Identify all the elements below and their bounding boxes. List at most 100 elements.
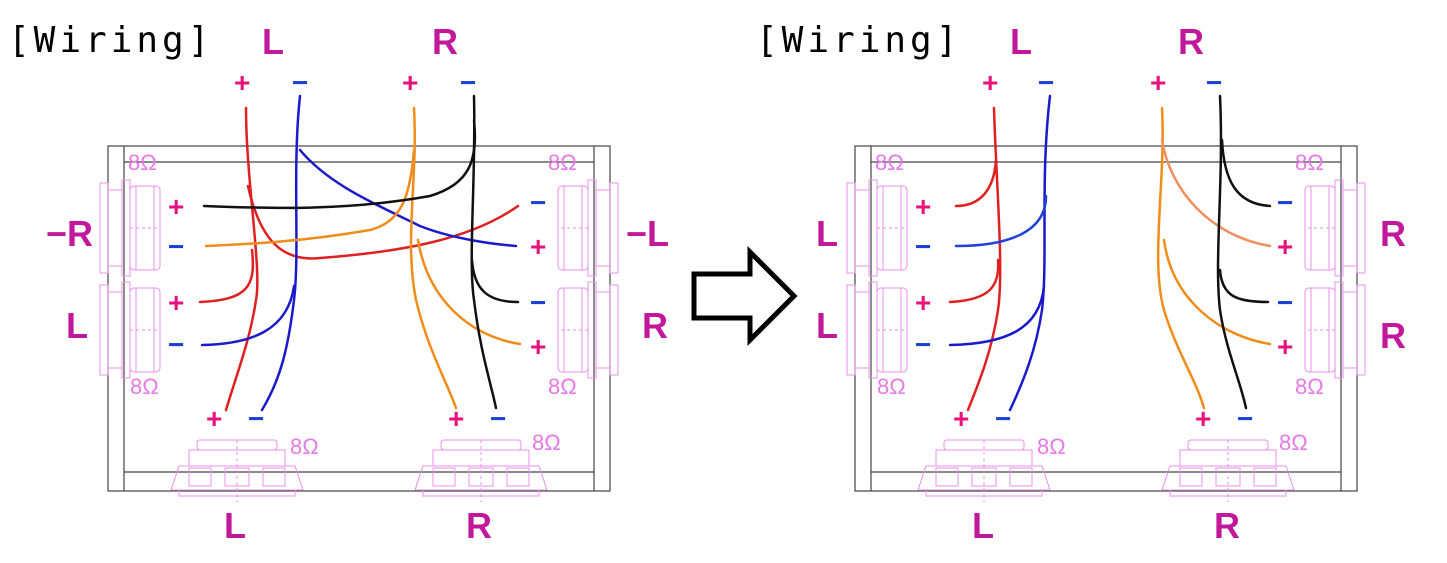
impedance-label: 8Ω bbox=[548, 374, 577, 399]
side-label-left-lower: L bbox=[816, 305, 838, 346]
terminal-minus: − bbox=[248, 403, 264, 434]
input-right-label: R bbox=[1178, 21, 1204, 62]
impedance-label: 8Ω bbox=[128, 150, 157, 175]
input-left-label: L bbox=[262, 21, 284, 62]
input-R-minus: − bbox=[460, 67, 476, 98]
impedance-label: 8Ω bbox=[1295, 150, 1324, 175]
side-label-right-upper: −L bbox=[626, 213, 669, 254]
impedance-label: 8Ω bbox=[290, 434, 319, 459]
terminal-plus: + bbox=[206, 403, 222, 434]
terminal-minus: − bbox=[1237, 403, 1253, 434]
speaker-right-upper bbox=[1304, 179, 1366, 277]
wire-R-plus-to-left-upper bbox=[204, 148, 416, 248]
impedance-label: 8Ω bbox=[130, 374, 159, 399]
wire-R-plus-to-right-upper bbox=[1160, 138, 1272, 248]
wire-L-plus-to-left-lower bbox=[948, 258, 1000, 304]
terminal-plus: + bbox=[953, 403, 969, 434]
terminal-minus: − bbox=[168, 329, 184, 360]
side-label-left-lower: L bbox=[66, 305, 88, 346]
input-left-label: L bbox=[1010, 21, 1032, 62]
panel-title: [Wiring] bbox=[8, 20, 213, 61]
wire-L-minus-to-bottom bbox=[260, 94, 302, 412]
bottom-label-right: R bbox=[466, 505, 492, 546]
wire-L-plus-to-right-upper bbox=[246, 184, 520, 260]
terminal-minus: − bbox=[530, 287, 546, 318]
wire-L-plus-to-left-upper bbox=[954, 158, 998, 208]
terminal-plus: + bbox=[530, 231, 546, 262]
terminal-plus: + bbox=[168, 287, 184, 318]
side-label-left-upper: L bbox=[816, 213, 838, 254]
terminal-minus: − bbox=[490, 403, 506, 434]
terminal-minus: − bbox=[1277, 187, 1293, 218]
speaker-bottom-right bbox=[1161, 439, 1295, 503]
speaker-left-upper bbox=[846, 179, 908, 277]
bottom-label-left: L bbox=[972, 505, 994, 546]
speaker-right-lower bbox=[557, 281, 619, 379]
input-L-plus: + bbox=[982, 67, 998, 98]
panel-left: [Wiring] L R + − + − 8Ω 8Ω 8Ω 8Ω 8Ω 8Ω −… bbox=[8, 20, 669, 546]
terminal-plus: + bbox=[530, 331, 546, 362]
input-L-minus: − bbox=[292, 67, 308, 98]
wire-R-plus-to-bottom bbox=[1156, 106, 1206, 410]
speaker-left-lower bbox=[846, 281, 908, 379]
wire-L-minus-to-bottom bbox=[1008, 94, 1052, 412]
wire-R-minus-to-right-lower bbox=[470, 258, 520, 304]
speaker-left-lower bbox=[99, 281, 161, 379]
terminal-minus: − bbox=[530, 187, 546, 218]
terminal-plus: + bbox=[915, 287, 931, 318]
impedance-label: 8Ω bbox=[1279, 430, 1308, 455]
speaker-right-lower bbox=[1304, 281, 1366, 379]
side-label-right-upper: R bbox=[1380, 213, 1406, 254]
wire-R-plus-to-right-lower bbox=[1162, 238, 1272, 346]
speaker-left-upper bbox=[99, 179, 161, 277]
impedance-label: 8Ω bbox=[1037, 434, 1066, 459]
terminal-minus: − bbox=[995, 403, 1011, 434]
terminal-minus: − bbox=[915, 329, 931, 360]
side-label-right-lower: R bbox=[642, 305, 668, 346]
bottom-label-left: L bbox=[224, 505, 246, 546]
input-L-plus: + bbox=[234, 67, 250, 98]
speaker-bottom-left bbox=[917, 439, 1051, 503]
wire-R-minus-to-bottom bbox=[1216, 94, 1248, 410]
wire-R-plus-to-right-lower bbox=[416, 238, 522, 346]
terminal-plus: + bbox=[915, 191, 931, 222]
input-R-minus: − bbox=[1206, 67, 1222, 98]
side-label-right-lower: R bbox=[1380, 315, 1406, 356]
panel-right: [Wiring] L R + − + − 8Ω 8Ω 8Ω 8Ω 8Ω 8Ω L… bbox=[756, 20, 1406, 546]
speaker-right-upper bbox=[557, 179, 619, 277]
impedance-label: 8Ω bbox=[532, 430, 561, 455]
panel-title: [Wiring] bbox=[756, 20, 961, 61]
speaker-bottom-right bbox=[414, 439, 548, 503]
input-L-minus: − bbox=[1038, 67, 1054, 98]
impedance-label: 8Ω bbox=[875, 150, 904, 175]
input-R-plus: + bbox=[1150, 67, 1166, 98]
terminal-plus: + bbox=[1277, 331, 1293, 362]
impedance-label: 8Ω bbox=[548, 150, 577, 175]
wire-R-minus-to-right-upper bbox=[1220, 138, 1272, 208]
impedance-label: 8Ω bbox=[1295, 374, 1324, 399]
bottom-label-right: R bbox=[1214, 505, 1240, 546]
right-arrow-icon bbox=[691, 245, 798, 347]
impedance-label: 8Ω bbox=[877, 374, 906, 399]
side-label-left-upper: −R bbox=[46, 213, 93, 254]
speaker-bottom-left bbox=[170, 439, 304, 503]
terminal-plus: + bbox=[1195, 403, 1211, 434]
terminal-minus: − bbox=[168, 231, 184, 262]
terminal-minus: − bbox=[915, 231, 931, 262]
terminal-plus: + bbox=[168, 191, 184, 222]
input-R-plus: + bbox=[402, 67, 418, 98]
wire-R-minus-to-bottom bbox=[470, 94, 498, 410]
wire-L-plus-to-left-lower bbox=[198, 248, 255, 304]
wire-L-plus-to-bottom bbox=[966, 106, 1002, 412]
input-right-label: R bbox=[432, 21, 458, 62]
wire-R-plus-to-bottom bbox=[409, 106, 458, 410]
wire-L-minus-to-left-lower bbox=[948, 284, 1046, 347]
terminal-plus: + bbox=[1277, 231, 1293, 262]
wire-L-minus-to-right-upper bbox=[298, 148, 518, 248]
terminal-minus: − bbox=[1277, 287, 1293, 318]
wire-L-plus-to-bottom bbox=[224, 106, 259, 412]
wire-L-minus-to-left-lower bbox=[200, 284, 296, 347]
wire-R-minus-to-right-lower bbox=[1218, 268, 1270, 304]
wire-L-minus-to-left-upper bbox=[954, 194, 1048, 248]
